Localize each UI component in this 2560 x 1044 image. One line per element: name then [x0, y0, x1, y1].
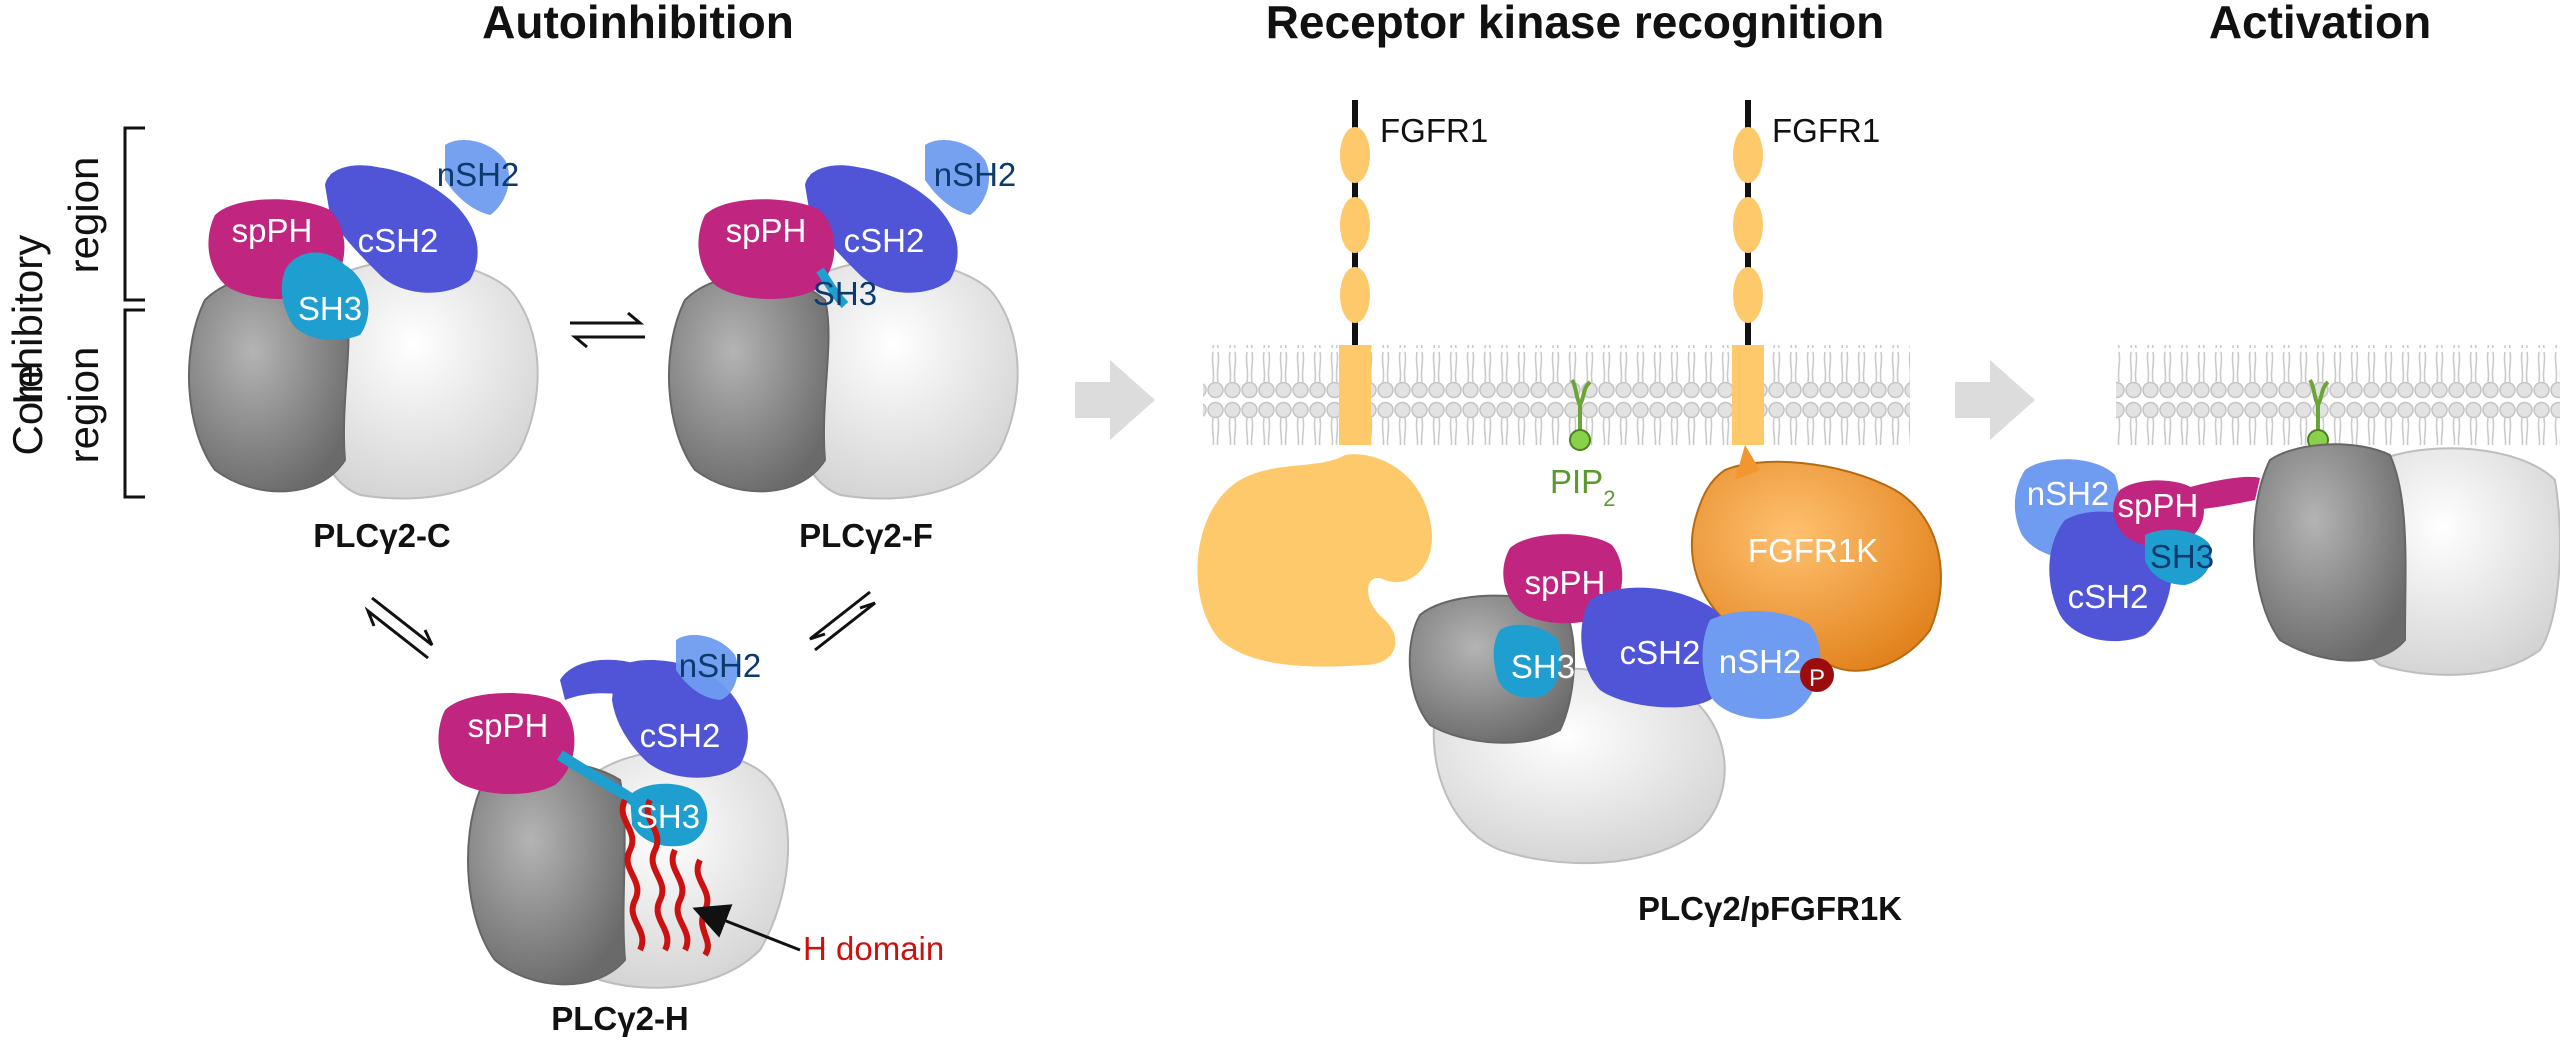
spPH-domain — [438, 692, 575, 795]
fgfr1k-tail — [1735, 445, 1760, 480]
spPH-label: spPH — [726, 212, 807, 249]
panel-title-recognition: Receptor kinase recognition — [1266, 0, 1885, 48]
complex-structure: P spPH cSH2 nSH2 SH3 FGFR1K — [1408, 445, 1942, 865]
fgfr1-receptor-left — [1197, 100, 1432, 667]
cSH2-label: cSH2 — [844, 222, 925, 259]
membrane-bilayer — [1203, 345, 1910, 445]
panel-title-autoinhibition: Autoinhibition — [482, 0, 794, 48]
nSH2-domain — [1702, 610, 1821, 719]
inhibitory-label-line2: region — [60, 157, 107, 274]
equilibrium-arrows-icon — [570, 311, 645, 349]
fgfr1-label-left: FGFR1 — [1380, 112, 1488, 149]
panel-title-activation: Activation — [2209, 0, 2431, 48]
SH3-label: SH3 — [813, 275, 877, 312]
core-region-bracket — [123, 308, 145, 499]
kinase-domain-blob — [1197, 454, 1432, 667]
cSH2-domain — [1581, 587, 1734, 708]
spPH-label: spPH — [1525, 564, 1606, 601]
nSH2-domain — [445, 140, 510, 215]
cSH2-linker — [560, 659, 650, 700]
nSH2-label: nSH2 — [1719, 643, 1802, 680]
nSH2-label: nSH2 — [2027, 475, 2110, 512]
core-dark-surface — [667, 274, 830, 493]
SH3-linker-strand — [816, 267, 849, 309]
SH3-label: SH3 — [2150, 538, 2214, 575]
nSH2-label: nSH2 — [679, 647, 762, 684]
SH3-label: SH3 — [298, 290, 362, 327]
equilibrium-arrows-icon — [364, 596, 434, 660]
cSH2-label: cSH2 — [640, 717, 721, 754]
phospho-label: P — [1809, 665, 1825, 692]
structure-plc-f: spPH cSH2 nSH2 SH3 — [667, 140, 1019, 500]
SH3-domain — [630, 783, 708, 847]
inhibitory-label-line1: Inhibitory — [4, 235, 51, 405]
structure-plc-h: spPH cSH2 nSH2 SH3 — [438, 635, 790, 989]
arrow-pointer-icon — [692, 904, 801, 952]
SH3-label: SH3 — [636, 798, 700, 835]
h-domain-label: H domain — [803, 930, 944, 967]
activated-structure: nSH2 spPH SH3 cSH2 — [2014, 443, 2560, 676]
SH3-domain — [2145, 529, 2212, 585]
spPH-domain — [698, 199, 835, 300]
SH3-label: SH3 — [1511, 648, 1575, 685]
cSH2-linker — [805, 165, 880, 215]
pip2-label: PIP2 — [1550, 463, 1615, 511]
spPH-label: spPH — [468, 707, 549, 744]
cSH2-label: cSH2 — [2068, 578, 2149, 615]
cSH2-label: cSH2 — [358, 222, 439, 259]
membrane-bilayer — [2116, 345, 2560, 445]
nSH2-domain — [925, 140, 990, 215]
caption-plc-f: PLCγ2-F — [799, 517, 933, 554]
block-arrow-right-icon — [1955, 360, 2035, 440]
cSH2-linker — [325, 165, 400, 215]
nSH2-domain — [676, 635, 738, 700]
block-arrow-right-icon — [1075, 360, 1155, 440]
caption-plc-h: PLCγ2-H — [551, 1000, 689, 1037]
SH3-domain — [281, 252, 369, 340]
fgfr1-label-right: FGFR1 — [1772, 112, 1880, 149]
pip2-name: PIP — [1550, 463, 1603, 500]
core-dark-surface — [467, 761, 627, 986]
spPH-label: spPH — [232, 212, 313, 249]
core-label-line1: Core — [4, 364, 51, 455]
pip2-subscript: 2 — [1603, 486, 1615, 511]
phospho-icon — [1800, 658, 1834, 692]
core-dark-surface — [2253, 443, 2407, 662]
nSH2-label: nSH2 — [934, 156, 1017, 193]
fgfr1-receptor-right — [1732, 100, 1764, 445]
spPH-label: spPH — [2118, 487, 2199, 524]
SH3-domain — [1493, 624, 1562, 698]
pip2-lipid-icon — [1569, 378, 1592, 451]
fgfr1k-label: FGFR1K — [1748, 532, 1878, 569]
inhibitory-region-bracket — [123, 126, 145, 302]
structure-plc-c: spPH cSH2 nSH2 SH3 — [187, 140, 539, 500]
cSH2-label: cSH2 — [1620, 634, 1701, 671]
caption-plc-c: PLCγ2-C — [313, 517, 451, 554]
caption-complex: PLCγ2/pFGFR1K — [1638, 890, 1902, 927]
equilibrium-arrows-icon — [809, 590, 876, 652]
spPH-domain — [2113, 480, 2204, 547]
core-label-line2: region — [60, 347, 107, 464]
nSH2-label: nSH2 — [437, 156, 520, 193]
